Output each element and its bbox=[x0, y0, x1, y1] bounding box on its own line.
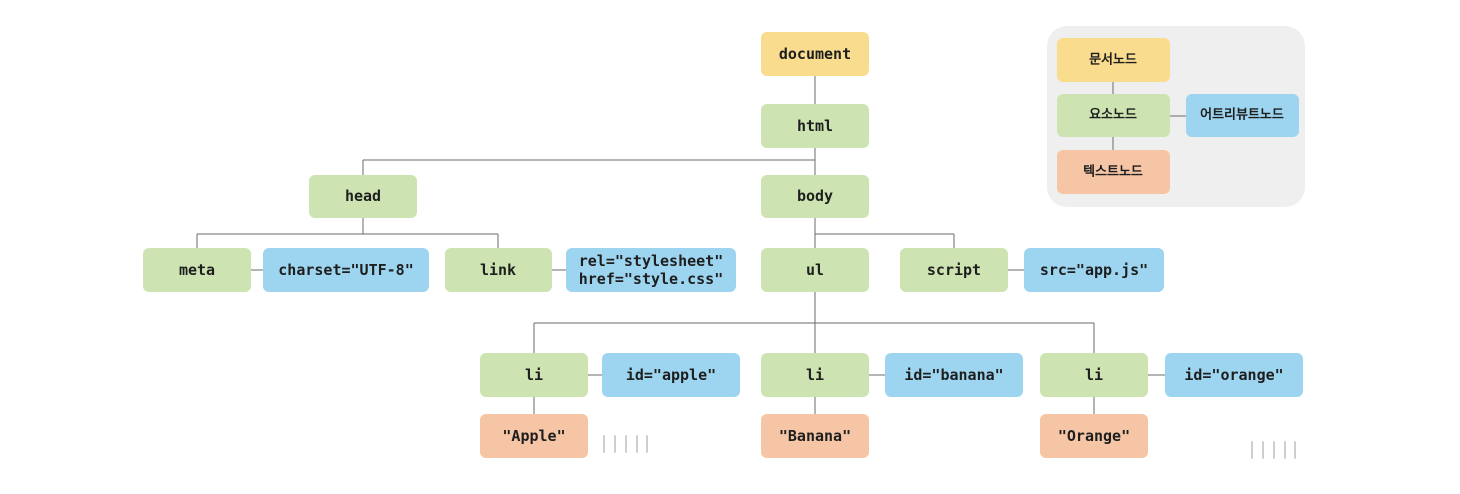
node-text-orange-label: "Orange" bbox=[1058, 427, 1130, 445]
node-meta: meta bbox=[143, 248, 251, 292]
node-text-orange-box bbox=[1040, 414, 1148, 458]
faint-marks-right bbox=[1251, 441, 1296, 459]
node-body-label: body bbox=[797, 187, 833, 205]
node-li-banana-label: li bbox=[806, 366, 824, 384]
node-li-apple: li bbox=[480, 353, 588, 397]
node-document: document bbox=[761, 32, 869, 76]
node-meta-box bbox=[143, 248, 251, 292]
node-id-apple-box bbox=[602, 353, 740, 397]
node-id-orange-label: id="orange" bbox=[1184, 366, 1283, 384]
node-head-box bbox=[309, 175, 417, 218]
node-text-orange: "Orange" bbox=[1040, 414, 1148, 458]
node-src-label: src="app.js" bbox=[1040, 261, 1148, 279]
node-html-box bbox=[761, 104, 869, 148]
node-charset-box bbox=[263, 248, 429, 292]
node-ul: ul bbox=[761, 248, 869, 292]
node-li-apple-box bbox=[480, 353, 588, 397]
node-src-box bbox=[1024, 248, 1164, 292]
node-li-banana: li bbox=[761, 353, 869, 397]
node-script-box bbox=[900, 248, 1008, 292]
node-src: src="app.js" bbox=[1024, 248, 1164, 292]
node-text-apple-label: "Apple" bbox=[502, 427, 565, 445]
node-text-apple: "Apple" bbox=[480, 414, 588, 458]
node-link-attrs: rel="stylesheet" href="style.css" bbox=[566, 248, 736, 292]
node-script-label: script bbox=[927, 261, 981, 279]
node-head-label: head bbox=[345, 187, 381, 205]
legend-swatch-document bbox=[1057, 38, 1170, 82]
node-text-banana: "Banana" bbox=[761, 414, 869, 458]
node-text-banana-label: "Banana" bbox=[779, 427, 851, 445]
node-script: script bbox=[900, 248, 1008, 292]
node-meta-label: meta bbox=[179, 261, 215, 279]
node-li-orange: li bbox=[1040, 353, 1148, 397]
node-li-banana-box bbox=[761, 353, 869, 397]
node-charset: charset="UTF-8" bbox=[263, 248, 429, 292]
node-id-banana-label: id="banana" bbox=[904, 366, 1003, 384]
legend-swatch-attribute bbox=[1186, 94, 1299, 137]
node-id-orange-box bbox=[1165, 353, 1303, 397]
legend-label-attribute: 어트리뷰트노드 bbox=[1200, 107, 1284, 123]
legend-label-text: 텍스트노드 bbox=[1083, 164, 1143, 180]
node-link-box bbox=[445, 248, 552, 292]
legend-swatch-element bbox=[1057, 94, 1170, 137]
node-text-banana-box bbox=[761, 414, 869, 458]
node-document-box bbox=[761, 32, 869, 76]
faint-marks-left bbox=[603, 435, 648, 453]
node-link-label: link bbox=[480, 261, 516, 279]
node-li-orange-label: li bbox=[1085, 366, 1103, 384]
node-head: head bbox=[309, 175, 417, 218]
node-ul-label: ul bbox=[806, 261, 824, 279]
node-li-apple-label: li bbox=[525, 366, 543, 384]
node-li-orange-box bbox=[1040, 353, 1148, 397]
node-text-apple-box bbox=[480, 414, 588, 458]
node-link-attrs-line-1: rel="stylesheet" bbox=[579, 252, 724, 270]
node-body-box bbox=[761, 175, 869, 218]
node-html: html bbox=[761, 104, 869, 148]
node-id-apple-label: id="apple" bbox=[626, 366, 716, 384]
node-id-orange: id="orange" bbox=[1165, 353, 1303, 397]
node-link: link bbox=[445, 248, 552, 292]
edges bbox=[196, 76, 1165, 414]
legend-item-attribute: 어트리뷰트노드 bbox=[1186, 94, 1299, 137]
legend-label-element: 요소노드 bbox=[1089, 108, 1137, 123]
node-link-attrs-line-2: href="style.css" bbox=[579, 270, 724, 288]
node-id-banana-box bbox=[885, 353, 1023, 397]
node-id-banana: id="banana" bbox=[885, 353, 1023, 397]
legend: 문서노드 요소노드 어트리뷰트노드 텍스트노드 bbox=[1047, 26, 1305, 207]
node-ul-box bbox=[761, 248, 869, 292]
node-html-label: html bbox=[797, 117, 833, 135]
node-charset-label: charset="UTF-8" bbox=[278, 261, 413, 279]
legend-label-document: 문서노드 bbox=[1089, 53, 1137, 68]
legend-item-document: 문서노드 bbox=[1057, 38, 1170, 82]
legend-swatch-text bbox=[1057, 150, 1170, 194]
node-link-attrs-box bbox=[566, 248, 736, 292]
node-document-label: document bbox=[779, 45, 851, 63]
node-id-apple: id="apple" bbox=[602, 353, 740, 397]
node-body: body bbox=[761, 175, 869, 218]
legend-item-element: 요소노드 bbox=[1057, 94, 1170, 137]
legend-item-text: 텍스트노드 bbox=[1057, 150, 1170, 194]
